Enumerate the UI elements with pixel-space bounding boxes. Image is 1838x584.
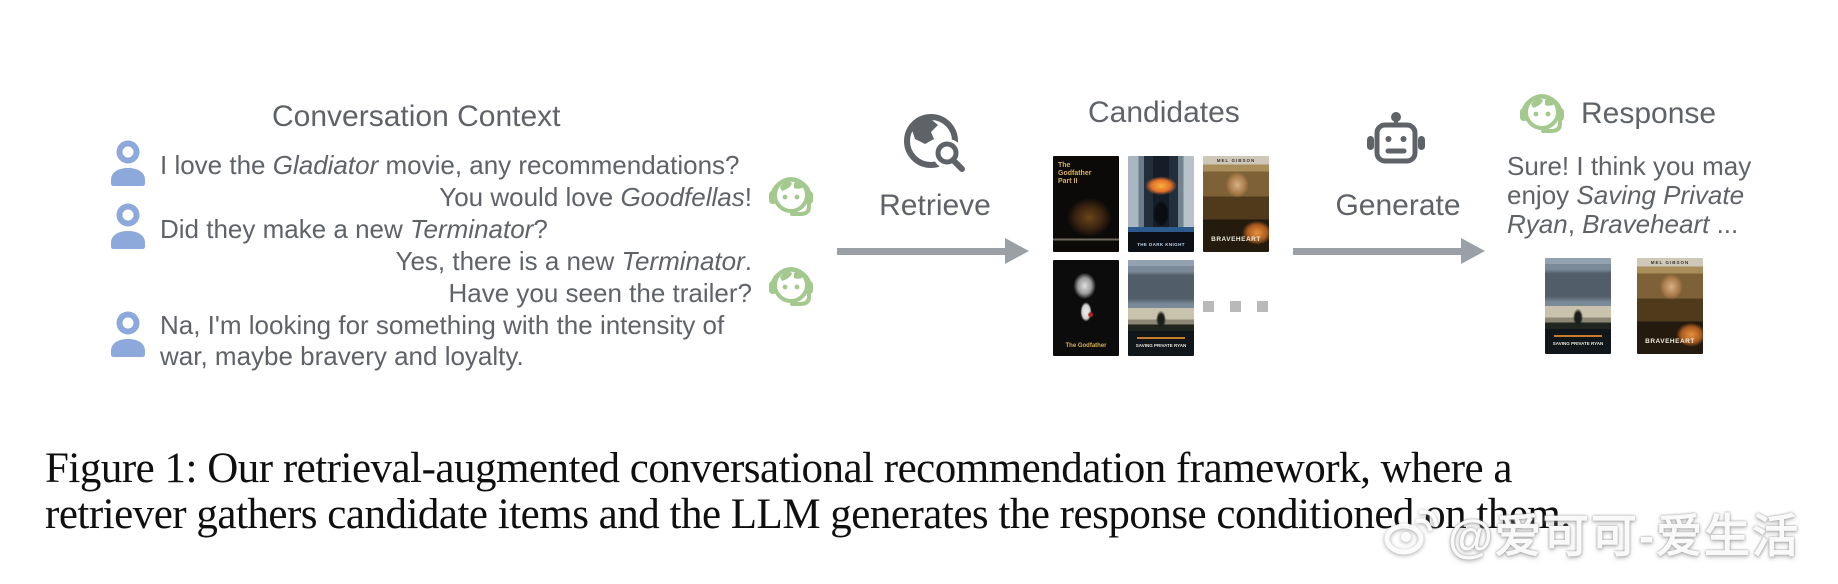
poster-title-text: SAVING PRIVATE RYAN	[1135, 343, 1187, 348]
conversation-context-title: Conversation Context	[272, 100, 561, 133]
user-icon	[111, 203, 145, 249]
more-candidates-dot	[1230, 301, 1241, 312]
response-title: Response	[1581, 97, 1717, 130]
retrieve-arrow	[837, 238, 1029, 264]
response-text: Sure! I think you may	[1507, 151, 1752, 181]
user-message: I love the Gladiator movie, any recommen…	[160, 150, 740, 180]
robot-icon	[1367, 112, 1425, 164]
agent-message: Have you seen the trailer?	[448, 278, 752, 308]
poster-title-text: SAVING PRIVATE RYAN	[1552, 341, 1604, 346]
watermark: @爱可可-爱生活	[1382, 500, 1800, 566]
movie-poster-godfather-part-2: The Godfather Part II	[1053, 156, 1119, 252]
poster-top-text: MEL GIBSON	[1216, 158, 1256, 163]
movie-poster-dark-knight: THE DARK KNIGHT	[1128, 156, 1194, 252]
agent-headset-icon	[769, 267, 813, 306]
response-text: enjoy Saving Private	[1507, 180, 1745, 210]
retrieve-label: Retrieve	[879, 189, 991, 222]
generate-label: Generate	[1335, 189, 1461, 222]
agent-message: You would love Goodfellas!	[439, 182, 752, 212]
response-text: Ryan, Braveheart ...	[1507, 209, 1739, 239]
figure-caption-line-2: retriever gathers candidate items and th…	[45, 491, 1571, 538]
poster-title-text: The Godfather Part II	[1058, 162, 1092, 185]
figure-caption-line-1: Figure 1: Our retrieval-augmented conver…	[45, 445, 1512, 492]
agent-headset-icon	[769, 177, 813, 216]
watermark-text: @爱可可-爱生活	[1448, 510, 1801, 562]
movie-poster-saving-private-ryan: SAVING PRIVATE RYAN	[1128, 260, 1194, 356]
movie-poster-saving-private-ryan: SAVING PRIVATE RYAN	[1545, 258, 1611, 354]
poster-title-text: THE DARK KNIGHT	[1137, 242, 1185, 247]
movie-poster-braveheart: MEL GIBSON BRAVEHEART	[1203, 156, 1269, 252]
candidates-title: Candidates	[1088, 96, 1240, 129]
generate-arrow	[1293, 238, 1485, 264]
poster-title-text: The Godfather	[1065, 343, 1107, 349]
poster-title-text: BRAVEHEART	[1645, 338, 1695, 345]
user-message: war, maybe bravery and loyalty.	[160, 341, 524, 371]
poster-top-text: MEL GIBSON	[1650, 260, 1690, 265]
user-message: Did they make a new Terminator?	[160, 214, 548, 244]
more-candidates-dot	[1203, 301, 1214, 312]
movie-poster-braveheart: MEL GIBSON BRAVEHEART	[1637, 258, 1703, 354]
agent-headset-icon	[1520, 94, 1564, 133]
user-message: Na, I'm looking for something with the i…	[160, 310, 725, 340]
globe-search-icon	[904, 114, 965, 172]
agent-message: Yes, there is a new Terminator.	[395, 246, 753, 276]
weibo-icon	[1384, 509, 1438, 555]
user-icon	[111, 140, 145, 186]
more-candidates-dot	[1257, 301, 1268, 312]
movie-poster-godfather: The Godfather	[1053, 260, 1119, 356]
user-icon	[111, 311, 145, 357]
poster-title-text: BRAVEHEART	[1211, 236, 1261, 243]
